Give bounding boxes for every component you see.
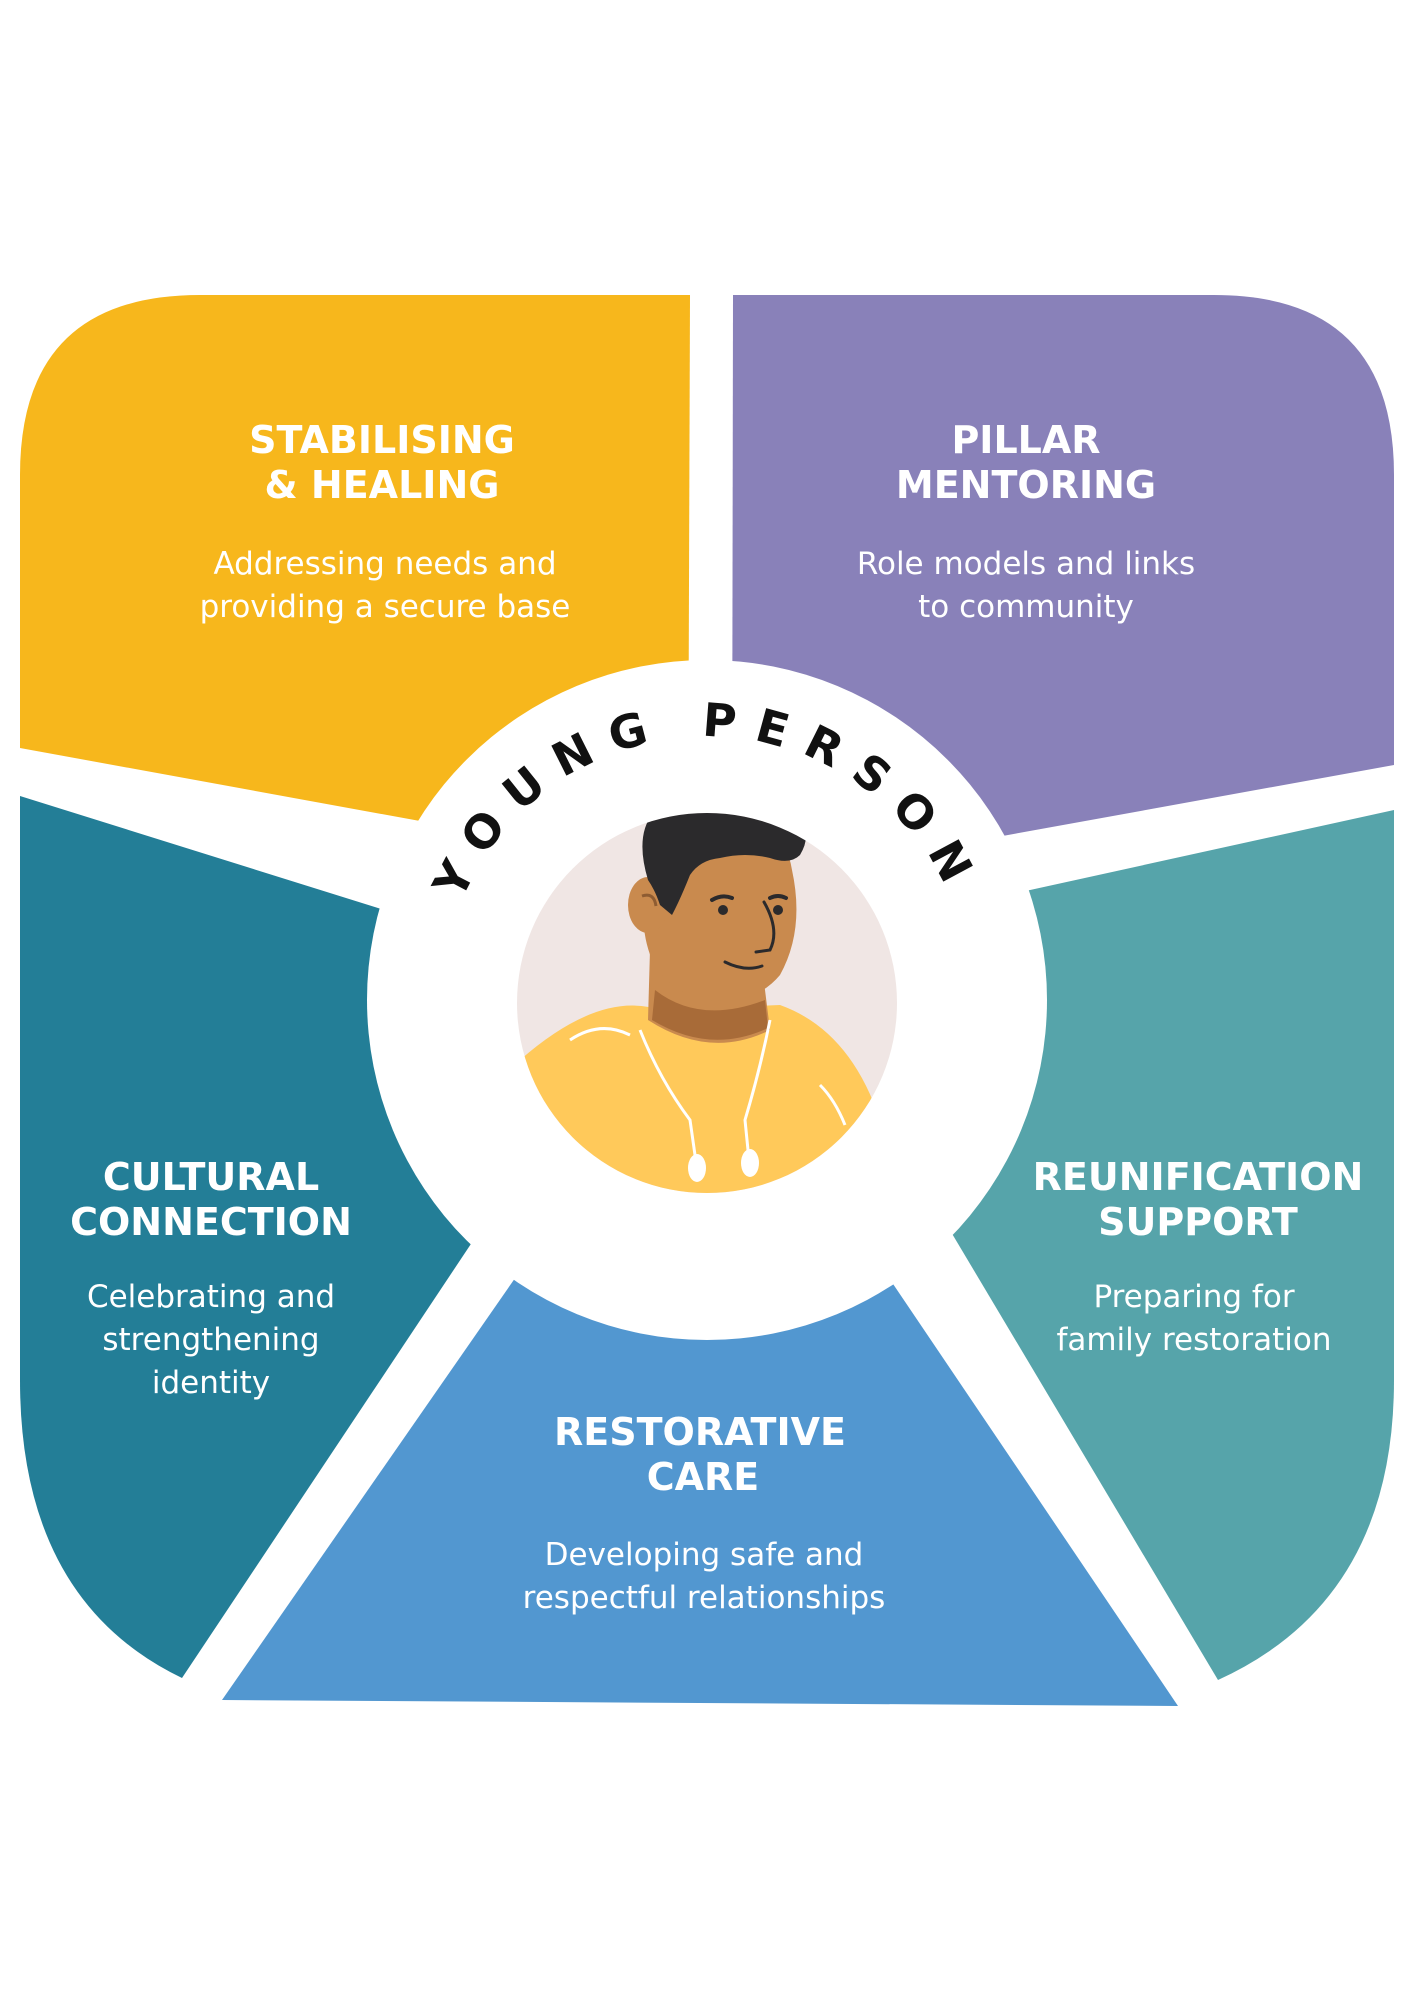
- cultural-title-line-2: CONNECTION: [70, 1200, 352, 1244]
- stabilising-title-line-1: STABILISING: [249, 418, 515, 462]
- reunification-desc-line-1: Preparing for: [1093, 1279, 1294, 1315]
- restorative-desc-line-2: respectful relationships: [523, 1580, 886, 1616]
- stabilising-desc-line-1: Addressing needs and: [213, 546, 556, 582]
- mentoring-desc-line-2: to community: [918, 589, 1134, 625]
- cultural-title-line-1: CULTURAL: [103, 1155, 319, 1199]
- cultural-desc-line-1: Celebrating and: [87, 1279, 335, 1315]
- restorative-desc-line-1: Developing safe and: [545, 1537, 864, 1573]
- mentoring-title-line-1: PILLAR: [951, 418, 1100, 462]
- stabilising-desc-line-2: providing a secure base: [200, 589, 571, 625]
- reunification-title-line-2: SUPPORT: [1098, 1200, 1298, 1244]
- reunification-desc-line-2: family restoration: [1056, 1322, 1331, 1358]
- cultural-desc-line-3: identity: [152, 1365, 270, 1401]
- mentoring-desc-line-1: Role models and links: [857, 546, 1195, 582]
- restorative-title-line-1: RESTORATIVE: [554, 1410, 846, 1454]
- reunification-title-line-1: REUNIFICATION: [1033, 1155, 1364, 1199]
- stabilising-title-line-2: & HEALING: [265, 463, 500, 507]
- cultural-desc-line-2: strengthening: [102, 1322, 319, 1358]
- mentoring-title-line-2: MENTORING: [896, 463, 1156, 507]
- restorative-title-line-2: CARE: [647, 1455, 760, 1499]
